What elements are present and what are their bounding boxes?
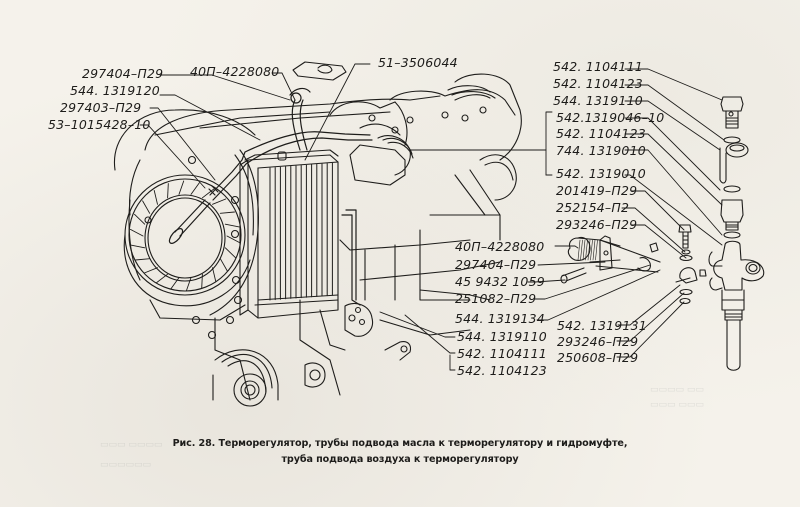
fan-vane bbox=[224, 247, 236, 259]
callout-label: 542. 1319131 bbox=[557, 318, 647, 333]
fan-vane bbox=[219, 211, 235, 214]
callout-label: 293246–П29 bbox=[556, 217, 638, 232]
knurl-line bbox=[595, 239, 598, 261]
callout-label: 542. 1104123 bbox=[553, 76, 643, 91]
air-intake-pipe bbox=[377, 73, 522, 216]
callout-label: 297404–П29 bbox=[82, 66, 164, 81]
fan-vane bbox=[155, 273, 169, 284]
knurl-line bbox=[580, 239, 583, 261]
figure-caption-line-2: труба подвода воздуха к терморегулятору bbox=[281, 454, 519, 465]
figure-caption-line-1: Рис. 28. Терморегулятор, трубы подвода м… bbox=[172, 438, 628, 449]
fan-vane bbox=[167, 183, 169, 199]
callout-label: 297403–П29 bbox=[60, 100, 142, 115]
thermostat-body bbox=[708, 240, 765, 371]
banjo-fitting bbox=[719, 142, 749, 184]
cylinder-heads bbox=[329, 89, 516, 186]
fan-vane bbox=[178, 180, 185, 195]
callout-label: 293246–П29 bbox=[557, 334, 639, 349]
oil-pipes bbox=[168, 87, 373, 306]
callout-label: 297404–П29 bbox=[455, 257, 537, 272]
fan-vane bbox=[190, 182, 200, 195]
mounting-bracket bbox=[304, 302, 412, 388]
fan-vane bbox=[226, 235, 241, 244]
fan-vane bbox=[143, 267, 158, 274]
callout-label: 201419–П29 bbox=[556, 183, 638, 198]
callout-label: 542. 1104111 bbox=[457, 346, 547, 361]
fan-vane bbox=[142, 200, 151, 214]
fan-vane bbox=[224, 223, 240, 228]
callout-label: 252154–П2 bbox=[556, 200, 630, 215]
bleed-through-text: ▭▭▭ ▭▭▭ bbox=[650, 400, 704, 410]
knurl-line bbox=[590, 239, 593, 261]
fan-vane bbox=[130, 244, 146, 249]
fan-vane bbox=[134, 213, 146, 225]
callout-label: 744. 1319010 bbox=[556, 143, 646, 158]
fan-vane bbox=[170, 277, 180, 290]
knurl-line bbox=[592, 239, 596, 261]
hose-clip-part bbox=[292, 61, 347, 81]
callout-label: 40П–4228080 bbox=[455, 239, 545, 254]
adapter-fitting bbox=[720, 199, 744, 231]
callout-label: 53–1015428–10 bbox=[48, 117, 151, 132]
fan-vane bbox=[135, 258, 151, 261]
callout-label: 542. 1104123 bbox=[556, 126, 646, 141]
callout-label: 544. 1319110 bbox=[457, 329, 547, 344]
knurl-line bbox=[587, 239, 591, 261]
callout-label: 45 9432 1059 bbox=[455, 274, 545, 289]
bleed-through-text: ▭▭▭▭▭▭ bbox=[100, 460, 152, 470]
callout-label: 250608–П29 bbox=[557, 350, 639, 365]
pipe-clamp bbox=[649, 242, 707, 305]
callout-label: 544. 1319120 bbox=[70, 83, 160, 98]
callout-label: 544. 1319134 bbox=[455, 311, 545, 326]
banjo-bolt bbox=[720, 96, 744, 129]
fan-vane bbox=[201, 273, 203, 289]
housing-bolts bbox=[144, 155, 243, 340]
callout-label: 542. 1104123 bbox=[457, 363, 547, 378]
air-tube-knurl bbox=[577, 239, 598, 261]
fan-vanes bbox=[129, 180, 241, 292]
leader-lines bbox=[139, 63, 725, 371]
fan-housing bbox=[113, 109, 259, 321]
air-tube bbox=[560, 235, 661, 284]
fan-vane bbox=[201, 188, 215, 199]
fan-vane bbox=[185, 277, 192, 292]
fan-vane bbox=[212, 267, 217, 283]
callout-label: 542.1319046–10 bbox=[556, 110, 665, 125]
knurl-line bbox=[577, 239, 581, 261]
oil-cooler bbox=[239, 149, 339, 319]
callout-label: 51–3506044 bbox=[378, 55, 458, 70]
fan-vane bbox=[212, 198, 227, 205]
callout-label: 542. 1104111 bbox=[553, 59, 643, 74]
fan-vane bbox=[219, 258, 228, 272]
callout-label: 542. 1319010 bbox=[556, 166, 646, 181]
bleed-through-text: ▭▭▭▭ ▭▭ bbox=[650, 385, 704, 395]
crank-pulley bbox=[212, 349, 279, 407]
oil-cooler-fins bbox=[269, 162, 333, 301]
bleed-through-text: ▭▭▭ ▭▭▭▭ bbox=[100, 440, 163, 450]
callout-label: 544. 1319110 bbox=[553, 93, 643, 108]
callout-label: 251082–П29 bbox=[455, 291, 537, 306]
callout-label: 40П–4228080 bbox=[190, 64, 280, 79]
fan-vane bbox=[153, 189, 158, 205]
knurl-line bbox=[582, 239, 586, 261]
fan-vane bbox=[129, 228, 144, 237]
small-bolt bbox=[678, 224, 693, 262]
knurl-line bbox=[585, 239, 588, 261]
